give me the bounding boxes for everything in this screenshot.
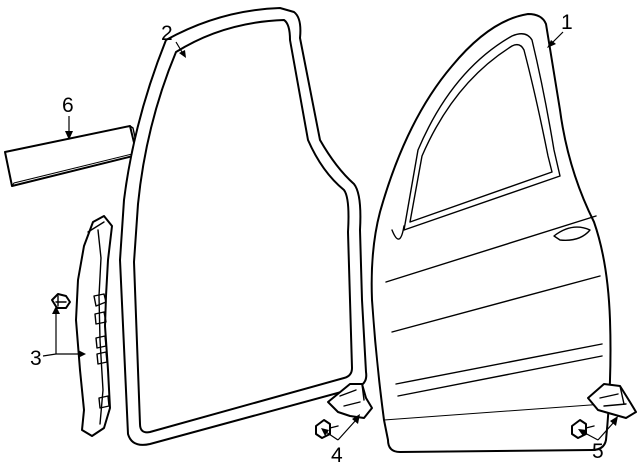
- callout-2-label: 2: [161, 22, 173, 45]
- callout-1-label: 1: [561, 11, 573, 34]
- leader-1: [547, 31, 564, 48]
- leader-6: [65, 116, 73, 140]
- callout-4-label: 4: [331, 444, 343, 467]
- leader-5: [578, 416, 618, 441]
- callout-5-label: 5: [592, 440, 604, 463]
- door-hinge-part: [327, 383, 373, 419]
- hinge-bracket-part: [75, 215, 113, 437]
- weatherstrip-seal-part: [119, 7, 368, 446]
- hinge-bolt-part: [315, 419, 339, 439]
- molding-strip-part: [4, 125, 140, 187]
- callout-3-label: 3: [30, 347, 42, 370]
- door-shell-part: [370, 13, 612, 453]
- leader-3: [42, 306, 86, 358]
- callout-6-label: 6: [62, 94, 74, 117]
- push-pin-clip-part: [51, 293, 71, 309]
- leader-2: [175, 41, 186, 58]
- leader-4: [321, 414, 360, 441]
- lower-hinge-part: [587, 383, 637, 419]
